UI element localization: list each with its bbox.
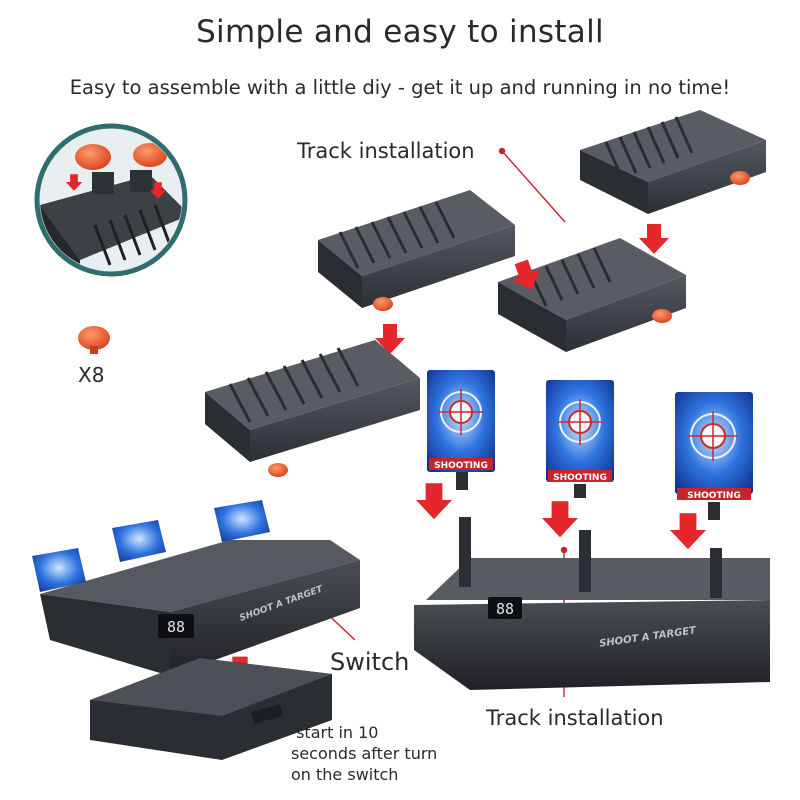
track-piece-middle-right [498, 238, 686, 352]
start-note: ·start in 10 seconds after turn on the s… [291, 722, 437, 785]
target-1-label: SHOOTING [434, 461, 488, 471]
track-piece-middle-left [318, 190, 515, 311]
track-installation-label-bottom: Track installation [486, 706, 664, 730]
score-display [488, 597, 522, 619]
start-note-line-3: on the switch [291, 765, 399, 784]
target-3: SHOOTING [675, 392, 753, 520]
magnifier-detail [34, 123, 188, 277]
track-installation-label-top: Track installation [297, 139, 475, 163]
target-2: SHOOTING [546, 380, 614, 498]
track-piece-lower-left [205, 340, 420, 477]
base-unit-left: 88 SHOOT A TARGET [32, 500, 360, 760]
target-3-label: SHOOTING [687, 491, 741, 501]
switch-label: Switch [330, 648, 410, 676]
target-1: SHOOTING [427, 370, 495, 490]
suction-cup-icon [78, 326, 110, 354]
suction-cup-count: X8 [78, 363, 105, 387]
start-note-line-2: seconds after turn [291, 744, 438, 763]
start-note-line-1: ·start in 10 [291, 723, 379, 742]
track-piece-top-right [580, 110, 766, 214]
page-subtitle: Easy to assemble with a little diy - get… [69, 76, 731, 99]
target-2-label: SHOOTING [553, 473, 607, 483]
score-display-digits: 88 [496, 600, 514, 618]
score-display-digits-left: 88 [167, 618, 185, 636]
page-title: Simple and easy to install [196, 14, 604, 50]
base-unit-right: 88 SHOOT A TARGET [414, 517, 770, 690]
